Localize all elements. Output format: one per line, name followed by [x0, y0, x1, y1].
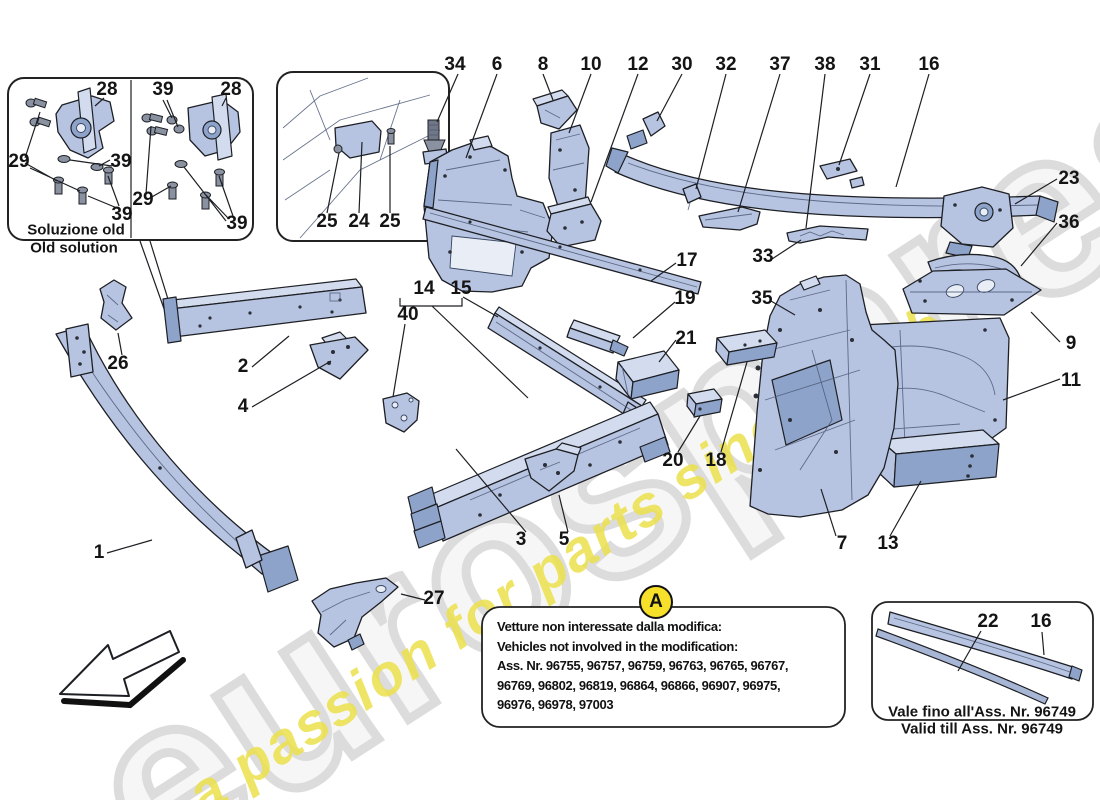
- validity-caption-it: Vale fino all'Ass. Nr. 96749: [888, 703, 1076, 721]
- callout-37: 37: [769, 54, 791, 75]
- note-a-line4: 96769, 96802, 96819, 96864, 96866, 96907…: [497, 677, 781, 693]
- leader-lines: [106, 73, 1061, 601]
- part-23-bracket: [940, 186, 1014, 259]
- callout-15: 15: [450, 278, 472, 299]
- part-37-strip: [698, 206, 761, 231]
- part-8-wedge: [532, 89, 578, 130]
- callout-23: 23: [1058, 168, 1080, 189]
- part-40-bracket: [382, 392, 420, 433]
- part-9-plate: [902, 268, 1042, 316]
- callout-39-old-bottom-right: 39: [226, 213, 248, 234]
- validity-caption-en: Valid till Ass. Nr. 96749: [900, 720, 1064, 738]
- callout-2: 2: [237, 356, 249, 377]
- part-2-beam: [162, 278, 367, 344]
- part-27-bracket: [311, 577, 399, 651]
- callout-28-old-left: 28: [96, 79, 118, 100]
- callout-35: 35: [751, 288, 773, 309]
- inset-old-solution-box: [7, 77, 254, 326]
- note-a-line2: Vehicles not involved in the modificatio…: [497, 638, 739, 654]
- old-solution-caption-en: Old solution: [30, 239, 118, 257]
- note-a-line3: Ass. Nr. 96755, 96757, 96759, 96763, 967…: [497, 658, 789, 673]
- callout-18: 18: [705, 450, 727, 471]
- callout-4: 4: [237, 396, 249, 417]
- callout-22-validity: 22: [977, 611, 999, 632]
- part-5-gusset: [524, 442, 582, 492]
- old-solution-caption-it: Soluzione old: [27, 221, 125, 239]
- part-30-clip: [626, 111, 666, 150]
- part-18-box: [715, 329, 778, 366]
- part-6-frame: [423, 135, 554, 293]
- callout-26: 26: [107, 353, 129, 374]
- part-13-box: [878, 429, 1000, 488]
- part-31-clip: [819, 158, 858, 180]
- inset-mount-detail-box: [276, 71, 450, 242]
- callout-25-left: 25: [316, 211, 338, 232]
- callout-29-old-right: 29: [132, 189, 154, 210]
- callout-20: 20: [662, 450, 684, 471]
- callout-36: 36: [1058, 212, 1080, 233]
- callout-38: 38: [814, 54, 836, 75]
- callout-16-validity: 16: [1030, 611, 1052, 632]
- part-12-foot: [546, 196, 602, 248]
- part-20-box: [686, 388, 723, 418]
- note-a-line1: Vetture non interessate dalla modifica:: [497, 619, 722, 634]
- part-26-bracket: [99, 279, 133, 331]
- direction-arrow: [59, 630, 186, 709]
- callout-5: 5: [558, 529, 570, 550]
- callout-28-old-right: 28: [220, 79, 242, 100]
- callout-34: 34: [444, 54, 466, 75]
- callout-11: 11: [1060, 370, 1082, 391]
- part-1-bumper-beam: [55, 323, 299, 593]
- callout-1: 1: [93, 542, 105, 563]
- part-17-rail: [422, 206, 702, 295]
- callout-29-old-left: 29: [8, 151, 30, 172]
- part-4-bracket: [309, 331, 369, 380]
- callout-3: 3: [515, 529, 527, 550]
- callout-31: 31: [859, 54, 881, 75]
- callout-8: 8: [537, 54, 549, 75]
- part-19-channel: [566, 319, 629, 357]
- part-21-sleeve: [615, 350, 680, 400]
- callout-25-right: 25: [379, 211, 401, 232]
- callout-21: 21: [675, 328, 697, 349]
- callout-40: 40: [397, 304, 419, 325]
- callout-32: 32: [715, 54, 737, 75]
- callout-30: 30: [671, 54, 693, 75]
- callout-39-old-top: 39: [152, 79, 174, 100]
- callout-27: 27: [423, 588, 445, 609]
- callout-7: 7: [836, 533, 848, 554]
- callout-16: 16: [918, 54, 940, 75]
- callout-10: 10: [580, 54, 602, 75]
- callout-33: 33: [752, 246, 774, 267]
- callout-39-old-mid: 39: [110, 151, 132, 172]
- callout-12: 12: [627, 54, 649, 75]
- callout-19: 19: [674, 288, 696, 309]
- note-a-line5: 96976, 96978, 97003: [497, 697, 614, 712]
- callout-39-old-bottom-left: 39: [111, 204, 133, 225]
- callout-24: 24: [348, 211, 370, 232]
- note-a-text: Vetture non interessate dalla modifica: …: [497, 617, 837, 715]
- part-33-strip: [786, 225, 869, 244]
- callout-14: 14: [413, 278, 435, 299]
- part-7-wheelhouse: [749, 274, 899, 518]
- callout-13: 13: [877, 533, 899, 554]
- callout-9: 9: [1065, 333, 1077, 354]
- callout-6: 6: [491, 54, 503, 75]
- validity-box: [871, 601, 1094, 721]
- note-a-badge: A: [639, 585, 673, 619]
- callout-17: 17: [676, 250, 698, 271]
